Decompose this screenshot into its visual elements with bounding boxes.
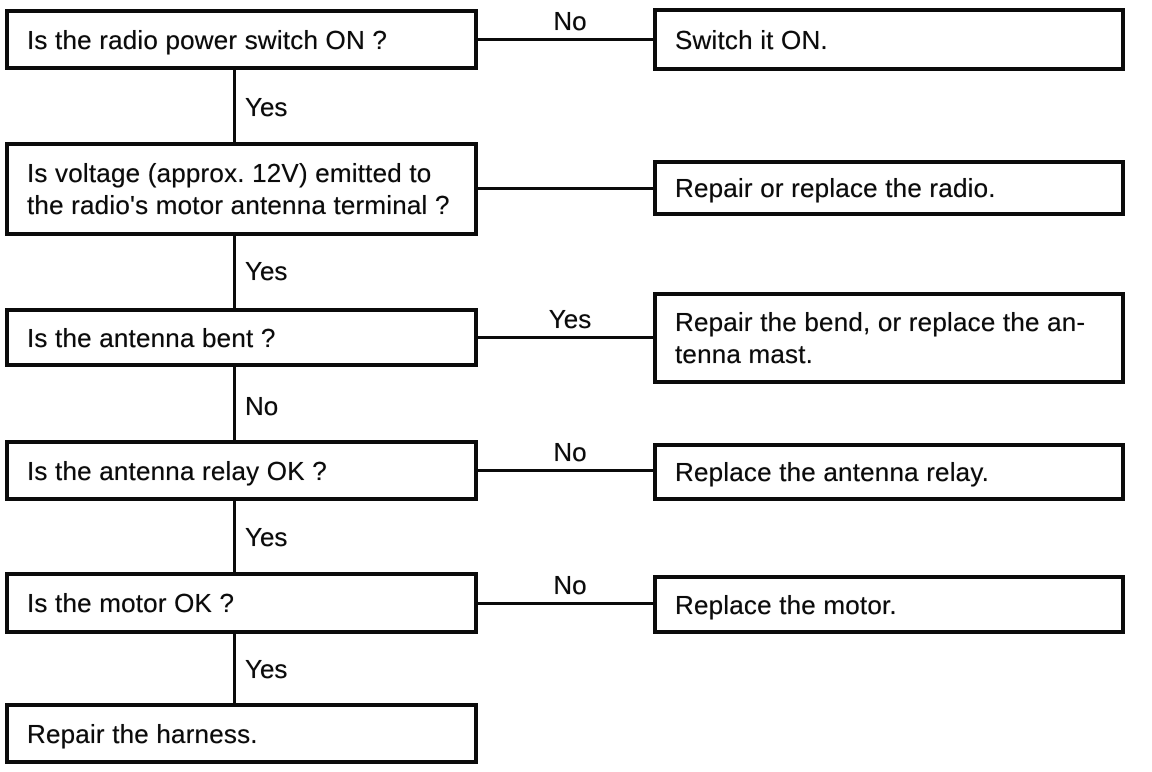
decision-motor-ok: Is the motor OK ? bbox=[5, 572, 478, 634]
connector-horizontal-4 bbox=[478, 469, 653, 472]
down-label-no-3: No bbox=[245, 391, 279, 421]
action-text: Replace the motor. bbox=[675, 589, 897, 620]
down-label-yes-4: Yes bbox=[245, 522, 288, 552]
decision-text: Is the motor OK ? bbox=[27, 588, 235, 618]
action-repair-replace-radio: Repair or replace the radio. bbox=[653, 160, 1125, 216]
decision-text: Is the radio power switch ON ? bbox=[27, 24, 388, 55]
action-text: Replace the antenna relay. bbox=[675, 457, 990, 487]
connector-vertical-1 bbox=[233, 70, 236, 142]
connector-horizontal-5 bbox=[478, 602, 653, 605]
decision-text-line1: Is voltage (approx. 12V) emitted to bbox=[27, 158, 432, 188]
decision-text: Is the antenna bent ? bbox=[27, 322, 276, 353]
action-text-line2: tenna mast. bbox=[675, 339, 814, 369]
action-repair-harness: Repair the harness. bbox=[5, 703, 478, 764]
connector-horizontal-1 bbox=[478, 38, 653, 41]
action-text: Repair the harness. bbox=[27, 718, 258, 749]
connector-vertical-4 bbox=[233, 501, 236, 572]
branch-label-no-5: No bbox=[553, 570, 587, 600]
branch-label-yes-3: Yes bbox=[548, 304, 592, 334]
action-repair-bend-replace-mast: Repair the bend, or replace the an- tenn… bbox=[653, 292, 1125, 384]
down-label-yes-2: Yes bbox=[245, 256, 288, 286]
connector-horizontal-2 bbox=[478, 187, 653, 190]
decision-radio-power-switch: Is the radio power switch ON ? bbox=[5, 9, 478, 70]
connector-vertical-3 bbox=[233, 367, 236, 440]
branch-label-no-4: No bbox=[553, 437, 587, 467]
down-label-yes-5: Yes bbox=[245, 654, 288, 684]
action-replace-antenna-relay: Replace the antenna relay. bbox=[653, 443, 1125, 501]
action-text-line1: Repair the bend, or replace the an- bbox=[675, 307, 1086, 337]
decision-voltage-emitted: Is voltage (approx. 12V) emitted to the … bbox=[5, 142, 478, 236]
action-text: Repair or replace the radio. bbox=[675, 173, 996, 203]
action-switch-it-on: Switch it ON. bbox=[653, 8, 1125, 71]
decision-text-line2: the radio's motor antenna terminal ? bbox=[27, 190, 450, 220]
action-text: Switch it ON. bbox=[675, 24, 828, 55]
decision-text: Is the antenna relay OK ? bbox=[27, 455, 327, 486]
connector-vertical-5 bbox=[233, 634, 236, 703]
branch-label-no-1: No bbox=[553, 6, 587, 36]
down-label-yes-1: Yes bbox=[245, 92, 288, 122]
connector-horizontal-3 bbox=[478, 336, 653, 339]
decision-antenna-relay: Is the antenna relay OK ? bbox=[5, 440, 478, 501]
decision-antenna-bent: Is the antenna bent ? bbox=[5, 308, 478, 367]
action-replace-motor: Replace the motor. bbox=[653, 575, 1125, 634]
connector-vertical-2 bbox=[233, 236, 236, 308]
